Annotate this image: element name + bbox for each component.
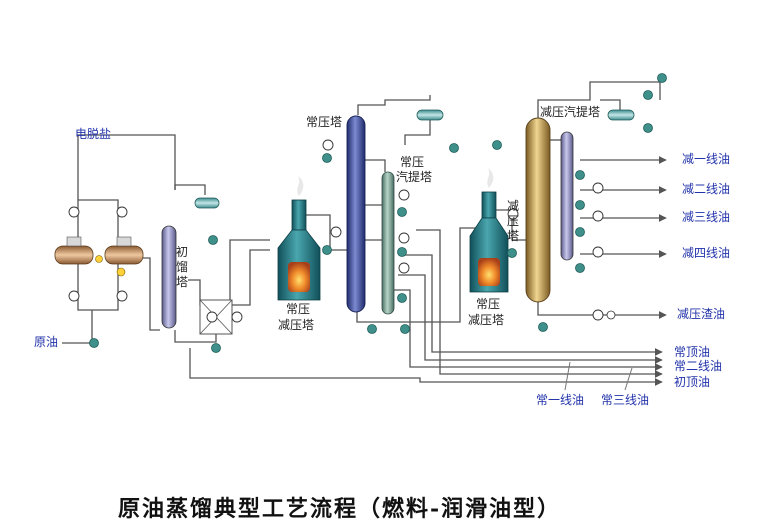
pump-icon [95,255,616,320]
piping-network [58,81,667,391]
atm-column [346,109,444,313]
vac-furnace-label-2: 减压塔 [468,313,504,327]
pre-flash-column [161,197,220,329]
atm-column-label: 常压塔 [306,115,342,129]
atm-stripper-label-2: 汽提塔 [396,169,432,184]
crude-label: 原油 [34,335,58,349]
product-atm-line3: 常三线油 [601,393,649,407]
atm-furnace [277,176,321,301]
vac-column-label-3: 塔 [507,229,519,243]
product-vac-line2: 减二线油 [682,182,730,196]
product-vac-line4: 减四线油 [682,246,730,260]
desalter-label: 电脱盐 [75,126,111,141]
vac-stripper [560,131,574,261]
vac-column-label-2: 压 [507,214,519,228]
vac-furnace-label-1: 常压 [476,297,500,311]
product-atm-top: 常顶油 [674,345,710,359]
flame-icon [297,176,304,196]
pre-flash-label-1: 初 [176,245,188,259]
atm-furnace-label-2: 减压塔 [278,318,314,332]
pre-flash-label-3: 塔 [176,275,188,289]
flame-icon [487,168,494,188]
vac-furnace [469,168,509,293]
diagram-labels: 电脱盐 原油 初 馏 塔 常压塔 常压 汽提塔 常压 减压塔 减 压 塔 常压 … [34,104,730,522]
atm-stripper-label-1: 常压 [400,155,424,169]
desalter-unit [54,236,144,265]
product-vac-line3: 减三线油 [682,210,730,224]
product-vac-line1: 减一线油 [682,152,730,166]
control-valve-icon [89,73,667,353]
product-vac-residue: 减压渣油 [677,307,725,321]
pre-flash-label-2: 馏 [176,260,188,274]
instrument-bubble-icon [68,139,604,323]
atm-furnace-label-1: 常压 [286,302,310,316]
product-initial-top: 初顶油 [674,375,710,389]
product-atm-line1: 常一线油 [536,393,584,407]
product-atm-line2: 常二线油 [674,359,722,373]
atm-stripper [381,171,395,315]
heat-exchanger-icon [199,299,233,335]
instrumentation [68,73,667,353]
vac-column [525,109,635,303]
vac-stripper-label: 减压汽提塔 [540,104,600,119]
diagram-title: 原油蒸馏典型工艺流程（燃料-润滑油型） [118,496,561,522]
vac-column-label-1: 减 [507,199,519,213]
